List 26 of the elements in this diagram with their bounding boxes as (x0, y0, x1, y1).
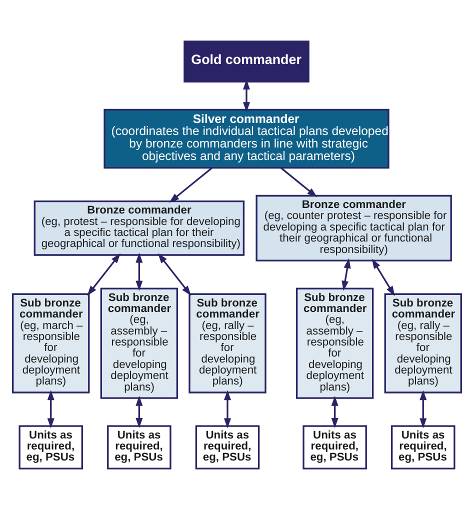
arrow (158, 253, 192, 296)
arrow (224, 390, 232, 428)
arrow (420, 390, 427, 428)
node-box: Units as required, eg, PSUs (391, 425, 456, 470)
node-box: Units as required, eg, PSUs (107, 425, 172, 470)
arrow (136, 396, 143, 428)
arrow (136, 252, 143, 291)
arrow (342, 258, 351, 291)
node-box: Units as required, eg, PSUs (302, 425, 367, 470)
node-box: Bronze commander (eg, counter protest – responsible for developing a specific tactical plan for their geographical or functional responsibility) (256, 194, 452, 262)
arrow (280, 167, 318, 198)
arrow (47, 390, 54, 428)
arrow (331, 396, 338, 428)
node-box: Bronze commander (eg, protest – responsible for developing a specific tactical plan for their geographical or functional responsibility) (34, 200, 245, 256)
node-box: Gold commander (184, 40, 310, 83)
node-box: Units as required, eg, PSUs (18, 425, 83, 470)
node-box: Sub bronze commander (eg, rally – responsible for developing deployment plans) (188, 293, 266, 394)
arrow (87, 253, 120, 296)
node-box: Sub bronze commander (eg, assembly – responsible for developing deployment plans) (296, 288, 374, 399)
arrow (372, 258, 395, 296)
node-box: Sub bronze commander (eg, rally – responsible for developing deployment plans) (384, 293, 462, 394)
arrow (169, 167, 212, 203)
node-box: Sub bronze commander (eg, march – responsible for developing deployment plans) (12, 293, 90, 394)
node-box: Units as required, eg, PSUs (195, 425, 260, 470)
node-box: Sub bronze commander (eg, assembly – responsible for developing deployment plans) (100, 288, 178, 399)
node-box: Silver commander (coordinates the individual tactical plans developed by bronze commanders in line with strategic objectives and any tactical parameters) (104, 108, 390, 169)
